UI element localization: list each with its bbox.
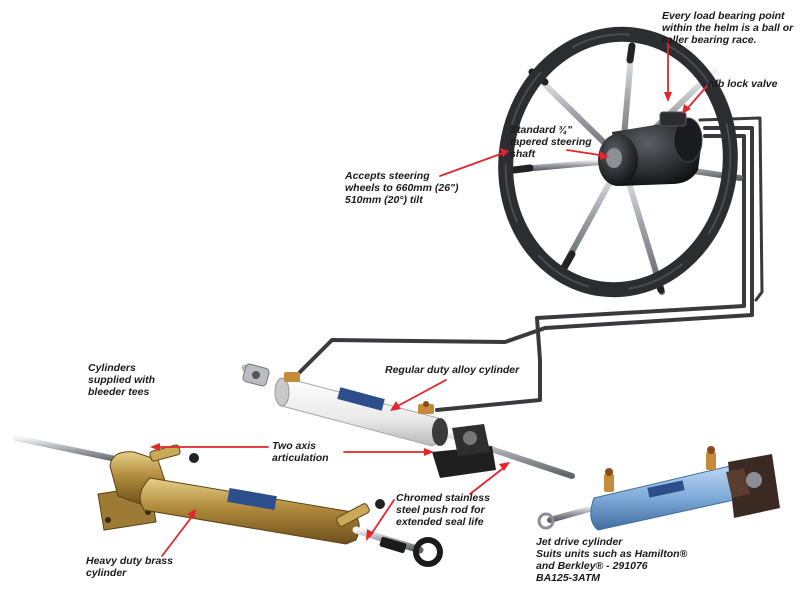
jet-drive-cylinder xyxy=(537,446,780,531)
brass-bleeder-tees xyxy=(149,444,385,527)
brass-push-rod xyxy=(13,435,133,465)
jet-bleeder-tees xyxy=(604,446,716,492)
jet-cylinder-badge xyxy=(647,480,685,498)
arrow-wheel-size xyxy=(439,148,509,177)
nfb-lock-valve xyxy=(659,111,687,127)
regular-duty-alloy-cylinder xyxy=(241,363,575,479)
alloy-cylinder-badge xyxy=(337,387,385,411)
hose-1 xyxy=(298,126,754,374)
arrow-push-rod-alloy xyxy=(469,462,510,495)
label-wheel-size: Accepts steering wheels to 660mm (26") 5… xyxy=(345,170,459,206)
arrow-two-axis-left xyxy=(150,443,269,451)
label-load-bearing: Every load bearing point within the helm… xyxy=(662,10,794,46)
label-push-rod: Chromed stainless steel push rod for ext… xyxy=(396,492,490,528)
hub-nut xyxy=(606,148,622,168)
label-jet-drive: Jet drive cylinder Suits units such as H… xyxy=(536,536,688,584)
arrow-tapered-shaft xyxy=(566,149,609,160)
arrow-brass-cylinder xyxy=(161,509,196,557)
arrow-load-bearing xyxy=(664,39,672,102)
label-nfb-lock-valve: nfb lock valve xyxy=(708,78,778,90)
alloy-bleeder-tees xyxy=(284,372,434,414)
arrow-regular-cylinder xyxy=(390,379,447,411)
label-tapered-shaft: Standard ¾" tapered steering shaft xyxy=(510,124,592,160)
label-bleeder-tees: Cylinders supplied with bleeder tees xyxy=(88,362,156,398)
heavy-duty-brass-cylinder xyxy=(13,435,443,567)
brass-cylinder-badge xyxy=(227,487,277,511)
arrow-two-axis-right xyxy=(343,448,434,456)
wheel-rim-highlight xyxy=(504,33,732,291)
alloy-mount-bracket xyxy=(432,424,496,478)
label-two-axis: Two axis articulation xyxy=(272,440,329,464)
label-brass-cylinder: Heavy duty brass cylinder xyxy=(86,555,173,579)
steering-wheel xyxy=(498,26,743,298)
arrow-push-rod-brass xyxy=(366,499,395,541)
brass-cylinder-body xyxy=(139,477,360,545)
alloy-end-fitting xyxy=(242,363,270,387)
helm-face xyxy=(673,117,703,163)
label-regular-cylinder: Regular duty alloy cylinder xyxy=(385,364,520,376)
arrow-nfb-valve xyxy=(682,85,708,114)
jet-mount-bracket xyxy=(726,454,780,518)
hose-2 xyxy=(435,134,746,412)
callout-arrows xyxy=(150,39,708,557)
